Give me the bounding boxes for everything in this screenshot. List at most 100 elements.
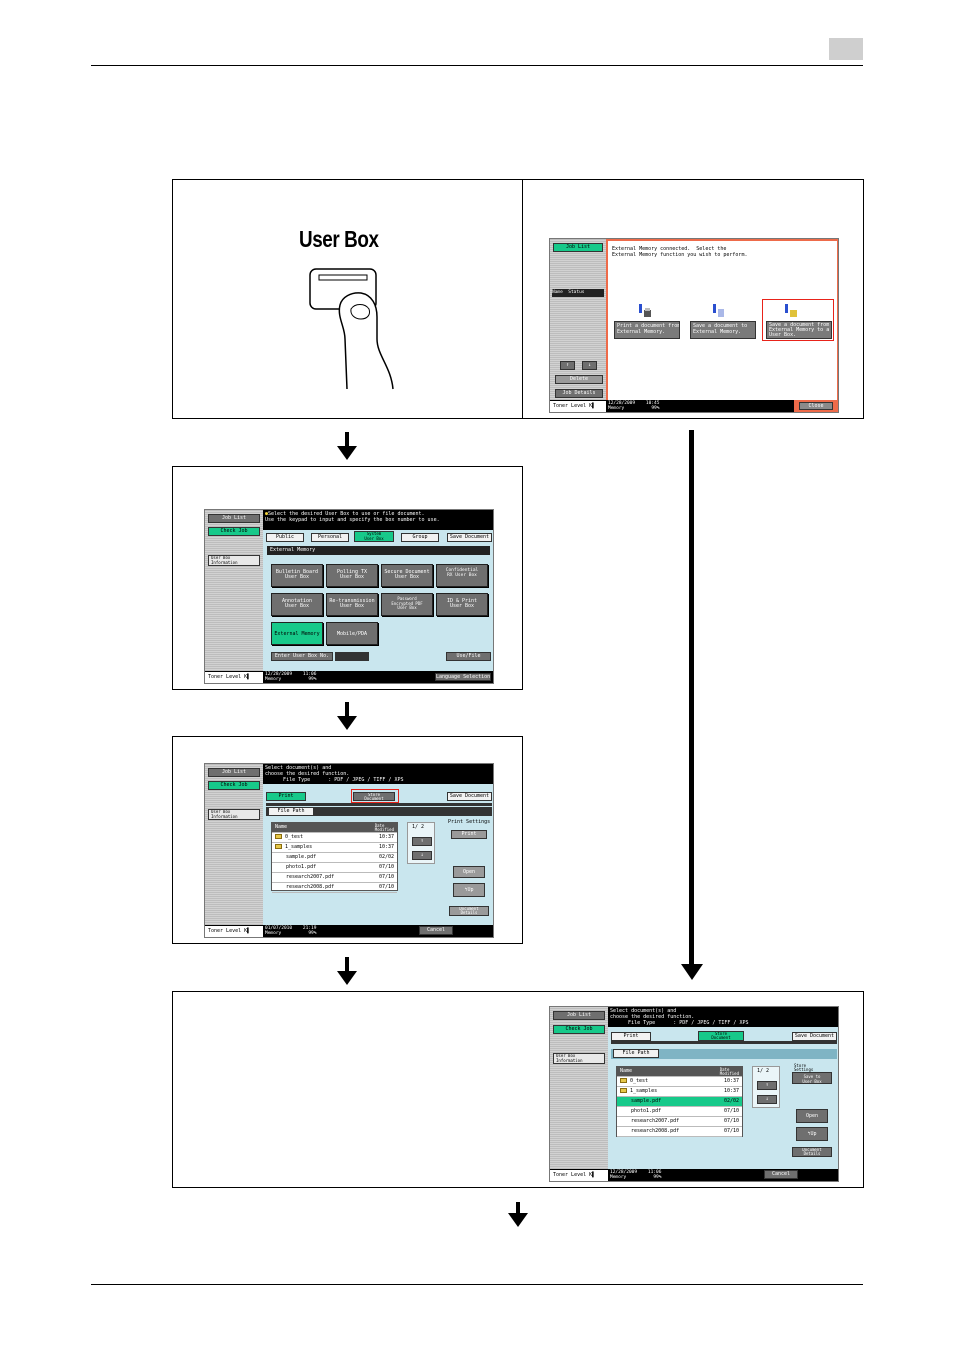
job-list-button[interactable]: Job List <box>553 1011 605 1020</box>
tab-print[interactable]: Print <box>611 1032 651 1041</box>
file-date: 10:37 <box>723 1088 739 1094</box>
page-up-button[interactable]: ↑ <box>757 1081 777 1090</box>
col-name-header: Name <box>275 824 288 830</box>
file-name: research2008.pdf <box>631 1128 680 1134</box>
check-job-button[interactable]: Check Job <box>208 527 260 536</box>
file-date: 07/10 <box>723 1118 739 1124</box>
dialog-frame: External Memory connected. Select the Ex… <box>606 239 838 412</box>
save-document-button[interactable]: Save Document <box>447 792 492 801</box>
col-date-header: Date Modified <box>374 823 394 832</box>
job-list-button[interactable]: Job List <box>553 243 603 252</box>
open-button[interactable]: Open <box>796 1109 828 1123</box>
tab-store-document[interactable]: Store Document <box>698 1031 744 1041</box>
job-list-button[interactable]: Job List <box>208 514 260 523</box>
up-button[interactable]: ↰Up <box>453 883 485 897</box>
scroll-down-button[interactable]: ↓ <box>582 361 597 370</box>
file-date: 07/10 <box>723 1128 739 1134</box>
check-job-button[interactable]: Check Job <box>553 1025 605 1034</box>
language-selection-button[interactable]: Language Selection <box>435 673 491 681</box>
print-from-memory-icon <box>638 303 652 319</box>
file-name: sample.pdf <box>286 854 317 860</box>
external-memory-button[interactable]: External Memory <box>271 622 323 645</box>
file-path-button[interactable]: File Path <box>613 1049 659 1058</box>
table-row[interactable]: research2008.pdf 07/10 <box>617 1127 742 1137</box>
print-button[interactable]: Print <box>451 830 487 839</box>
bulletin-board-box-button[interactable]: Bulletin Board User Box <box>271 564 323 587</box>
page-down-button[interactable]: ↓ <box>412 851 432 860</box>
toner-level: Toner Level K▌ <box>205 925 263 937</box>
check-job-button[interactable]: Check Job <box>208 781 260 790</box>
up-arrow-icon: ↰ <box>807 1131 811 1137</box>
tab-store-document[interactable]: Store Document <box>353 792 395 801</box>
save-to-memory-button[interactable]: Save a document to External Memory. <box>690 321 756 339</box>
delete-button[interactable]: Delete <box>555 375 603 384</box>
file-name: research2008.pdf <box>286 884 335 890</box>
finger-pressing-key-icon[interactable] <box>293 265 403 395</box>
job-details-button[interactable]: Job Details <box>555 389 603 398</box>
secure-document-box-button[interactable]: Secure Document User Box <box>381 564 433 587</box>
page-up-button[interactable]: ↑ <box>412 837 432 846</box>
toner-level: Toner Level K▌ <box>550 1169 608 1181</box>
file-path-button[interactable]: File Path <box>268 807 314 816</box>
tab-public[interactable]: Public <box>266 533 304 542</box>
table-row[interactable]: 1_samples 10:37 <box>617 1087 742 1097</box>
save-to-user-box-button[interactable]: Save to User Box <box>792 1072 832 1084</box>
file-date: 02/02 <box>723 1098 739 1104</box>
tab-personal[interactable]: Personal <box>311 533 349 542</box>
polling-tx-box-button[interactable]: Polling TX User Box <box>326 564 378 587</box>
tab-group[interactable]: Group <box>401 533 439 542</box>
retransmission-box-button[interactable]: Re-transmission User Box <box>326 593 378 616</box>
pager: 1/ 2 ↑ ↓ <box>407 822 435 864</box>
save-document-button[interactable]: Save Document <box>792 1032 837 1041</box>
instruction-message: Select document(s) and choose the desire… <box>263 764 493 784</box>
user-box-info-button[interactable]: User Box Information <box>208 555 260 566</box>
mobile-pda-button[interactable]: Mobile/PDA <box>326 622 378 645</box>
close-button[interactable]: Close <box>799 402 833 410</box>
print-from-memory-button[interactable]: Print a document from External Memory. <box>614 321 680 339</box>
use-file-button[interactable]: Use/File <box>446 652 491 661</box>
box-number-field[interactable] <box>335 652 369 661</box>
status-text: 01/07/2010 21:19 Memory 99% <box>265 926 317 936</box>
side-panel: Job List Check Job User Box Information … <box>550 1007 608 1181</box>
confidential-rx-box-button[interactable]: Confidential RX User Box <box>436 564 488 587</box>
toner-label: Toner Level <box>553 1172 587 1178</box>
annotation-box-button[interactable]: Annotation User Box <box>271 593 323 616</box>
cancel-button[interactable]: Cancel <box>764 1170 798 1179</box>
save-memory-to-box-button[interactable]: Save a document from External Memory to … <box>766 321 832 339</box>
flow-arrow-1-shaft <box>345 432 349 448</box>
toner-label: Toner Level <box>208 928 242 934</box>
save-document-button[interactable]: Save Document <box>447 533 492 542</box>
scroll-up-button[interactable]: ↑ <box>560 361 575 370</box>
tab-system-user-box[interactable]: System User Box <box>354 531 394 542</box>
document-details-button[interactable]: Document Details <box>792 1147 832 1157</box>
open-button[interactable]: Open <box>453 866 485 878</box>
language-area: Language Selection <box>433 671 493 683</box>
up-button[interactable]: ↰Up <box>796 1127 828 1141</box>
user-box-info-button[interactable]: User Box Information <box>208 809 260 820</box>
col-name: Name <box>552 290 563 295</box>
tab-print[interactable]: Print <box>266 792 306 801</box>
screen-user-box-selection: Job List Check Job User Box Information … <box>204 509 494 684</box>
cancel-button[interactable]: Cancel <box>419 926 453 935</box>
enter-user-box-no-button[interactable]: Enter User Box No. <box>271 652 333 661</box>
file-name: 1_samples <box>285 844 313 850</box>
file-name: 1_samples <box>630 1088 658 1094</box>
folder-icon <box>275 844 282 849</box>
document-details-button[interactable]: Document Details <box>449 906 489 916</box>
job-list-button[interactable]: Job List <box>208 768 260 777</box>
user-box-info-button[interactable]: User Box Information <box>553 1053 605 1064</box>
folder-icon <box>275 834 282 839</box>
page-down-button[interactable]: ↓ <box>757 1095 777 1104</box>
id-print-box-button[interactable]: ID & Print User Box <box>436 593 488 616</box>
encrypted-pdf-box-button[interactable]: Password Encrypted PDF User Box <box>381 593 433 616</box>
